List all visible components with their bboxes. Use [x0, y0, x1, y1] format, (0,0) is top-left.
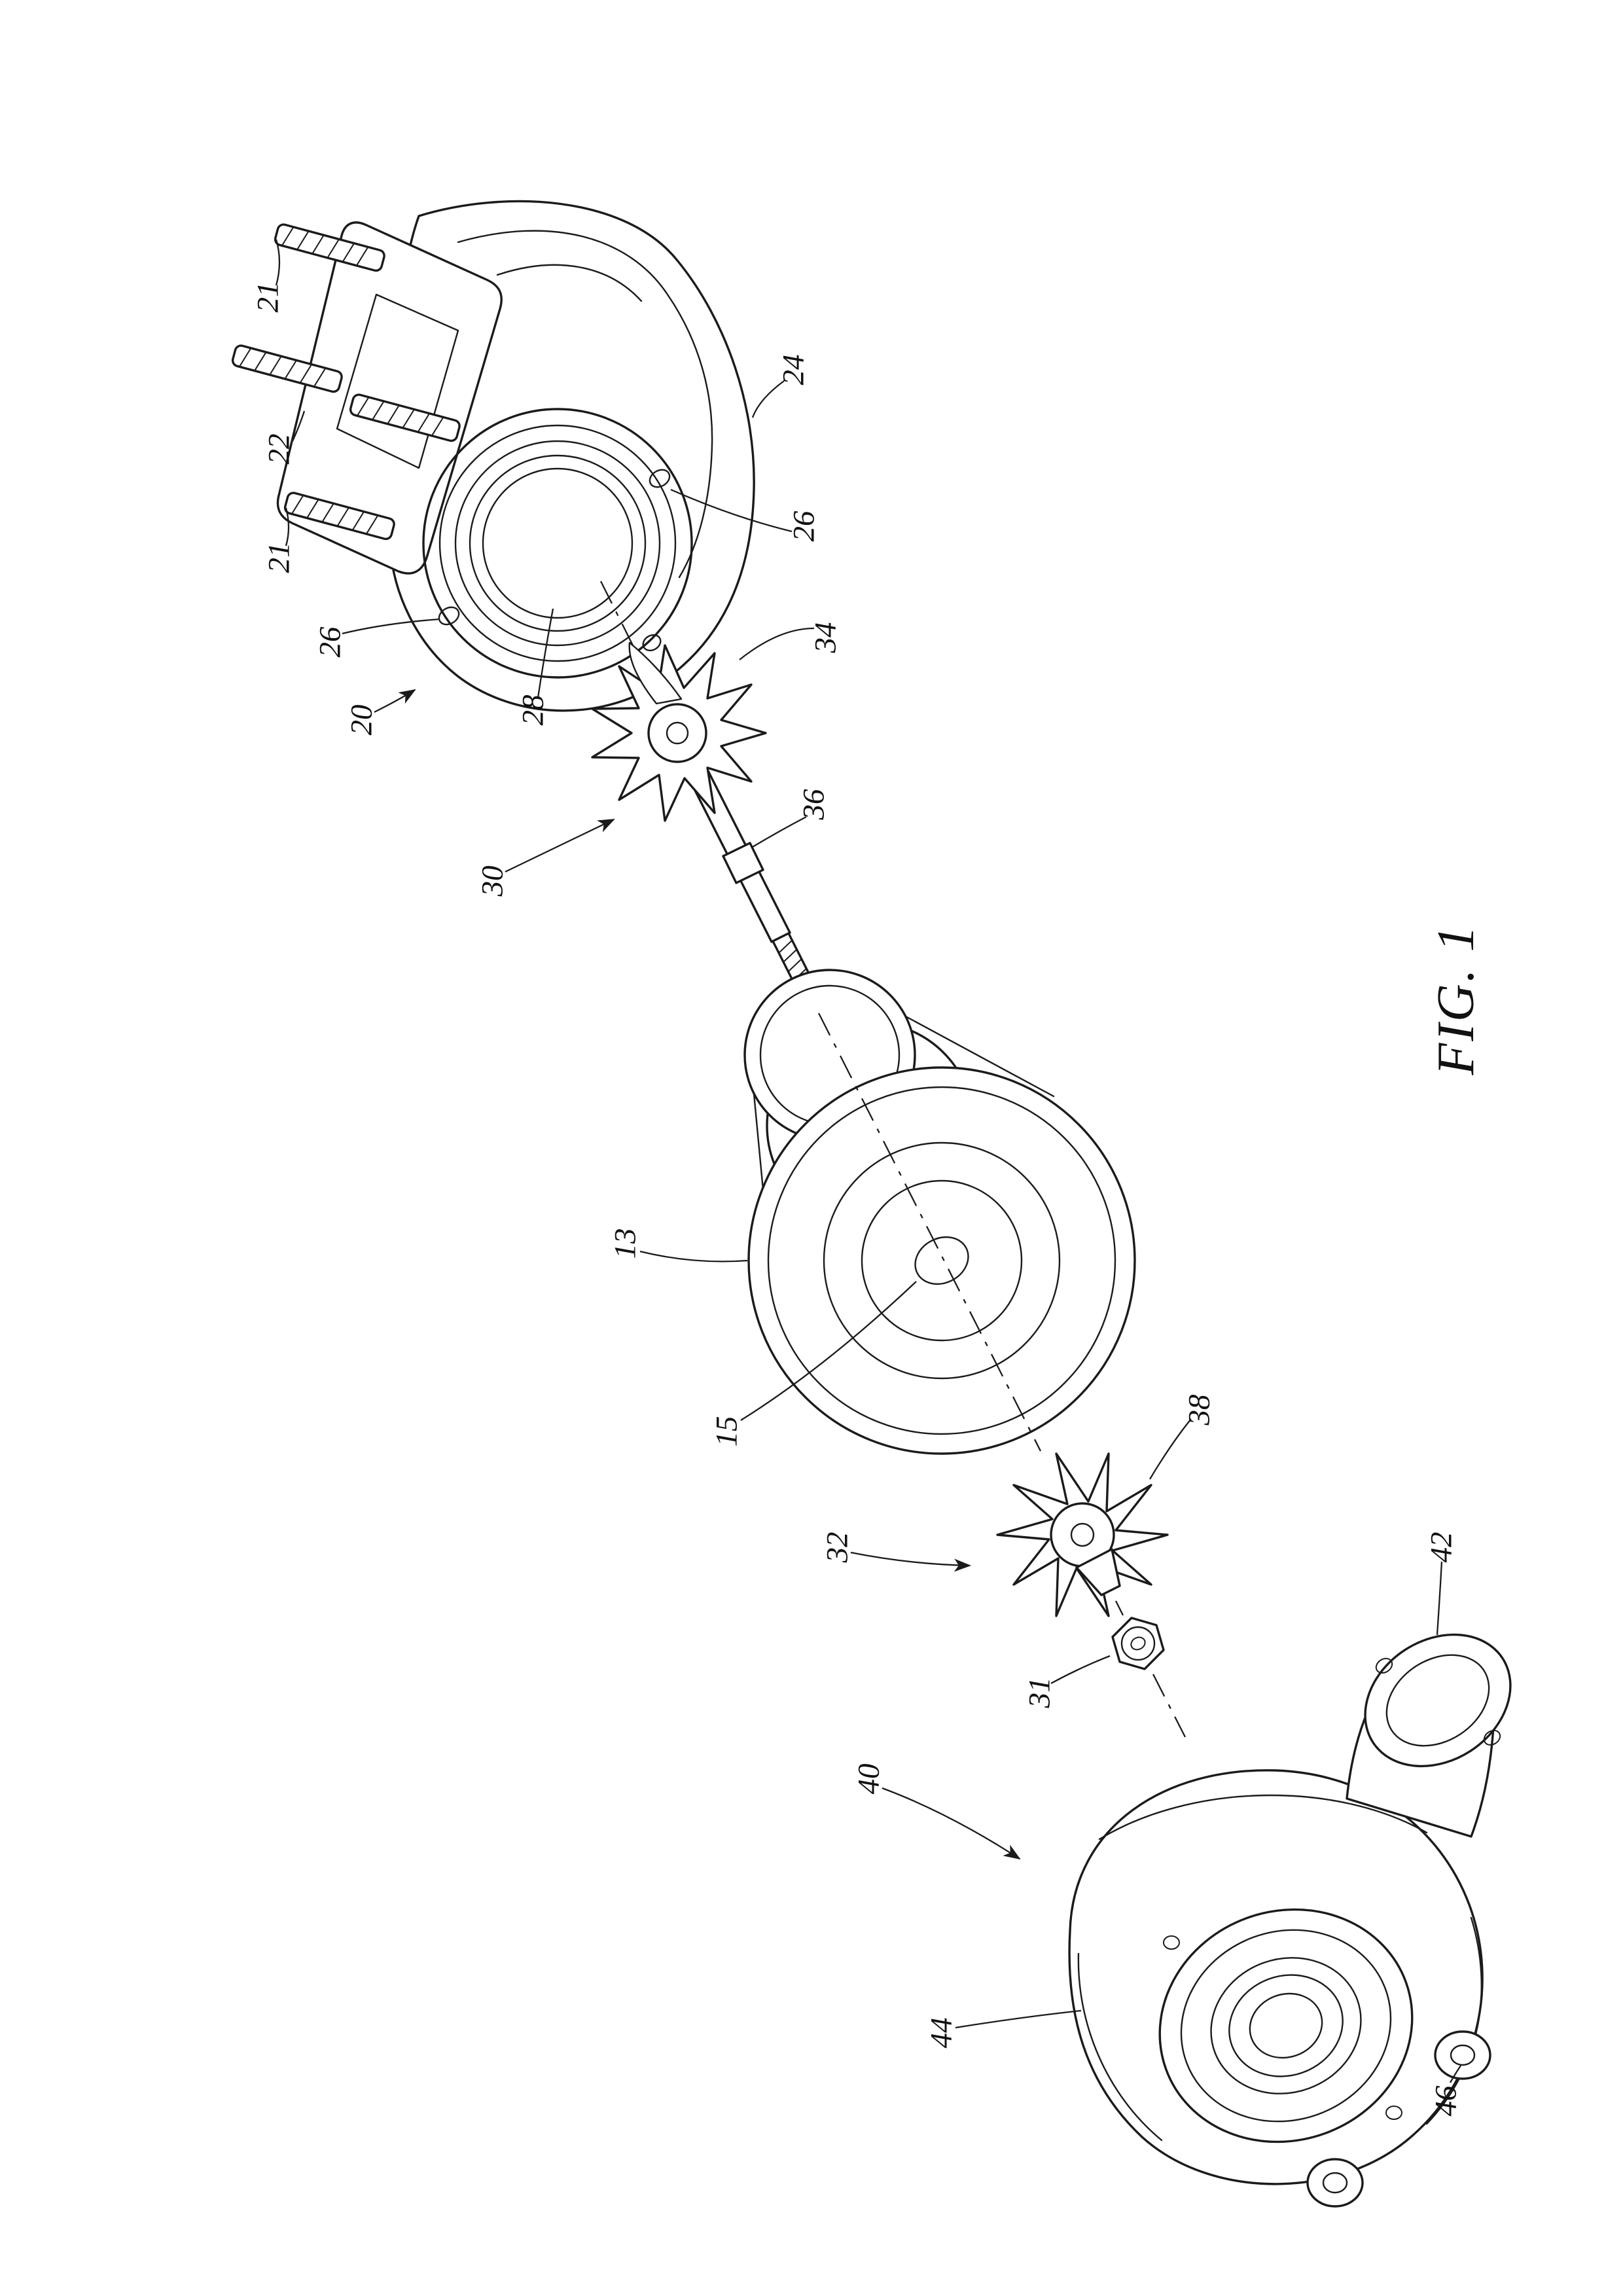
- ref-numeral-40: 40: [851, 1763, 886, 1795]
- compressor-wheel: [996, 1452, 1169, 1617]
- shaft-nut: [1111, 1617, 1165, 1670]
- ref-numeral-26-left: 26: [313, 626, 348, 658]
- ref-numeral-36: 36: [796, 789, 831, 820]
- compressor-housing: [1068, 1633, 1512, 2208]
- ref-numeral-31: 31: [1022, 1677, 1057, 1708]
- ref-numeral-13: 13: [608, 1228, 643, 1259]
- ref-numeral-44: 44: [924, 2017, 959, 2049]
- ref-numeral-21-upper: 21: [251, 281, 285, 313]
- centerline: [817, 1013, 1186, 1738]
- ref-numeral-38: 38: [1182, 1394, 1217, 1426]
- ref-numeral-28: 28: [516, 694, 550, 726]
- figure-caption: FIG. 1: [1427, 924, 1485, 1075]
- turbine-housing: [230, 200, 755, 712]
- ref-numeral-20: 20: [344, 704, 379, 736]
- ref-numeral-42: 42: [1424, 1532, 1459, 1563]
- ref-numeral-26-right: 26: [787, 511, 821, 542]
- ref-numeral-24: 24: [776, 354, 811, 386]
- ref-numeral-22: 22: [262, 433, 296, 465]
- ref-numeral-30: 30: [475, 865, 510, 897]
- ref-numeral-21-lower: 21: [262, 542, 296, 573]
- ref-numeral-46: 46: [1429, 2085, 1463, 2117]
- ref-numeral-34: 34: [808, 622, 843, 653]
- bearing-housing: [743, 969, 1136, 1455]
- leader-lines: [275, 239, 1461, 2083]
- ref-numeral-15: 15: [709, 1416, 744, 1447]
- ref-numeral-32: 32: [820, 1532, 855, 1563]
